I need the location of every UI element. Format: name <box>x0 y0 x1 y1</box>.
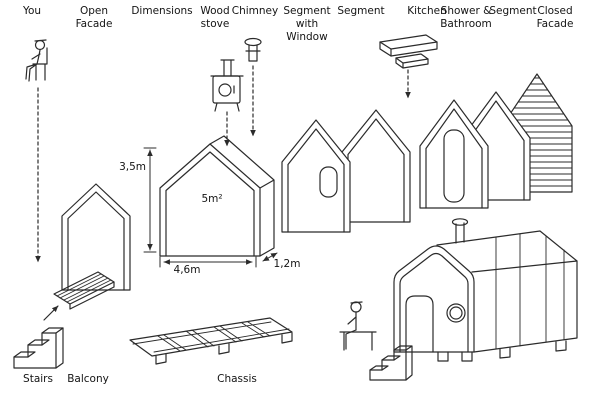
dimensions-segment-drawing <box>159 135 275 257</box>
door-opening <box>405 295 434 353</box>
label-segment-b: Segment <box>489 5 537 17</box>
window-shape <box>319 166 338 198</box>
label-you: You <box>22 5 42 17</box>
hat-icon <box>34 39 47 42</box>
segment-with-window-drawing <box>281 119 351 233</box>
facade-hatching <box>502 77 572 187</box>
label-chimney: Chimney <box>231 5 279 17</box>
measure-depth: 1,2m <box>273 258 301 270</box>
assembled-house-drawing <box>339 218 578 381</box>
stairs-drawing <box>13 327 64 369</box>
person-illustration <box>25 39 48 82</box>
label-stairs: Stairs <box>23 373 53 385</box>
stove-pipe <box>220 59 235 77</box>
dimension-arrows <box>143 147 278 268</box>
shower-bathroom-drawing <box>419 99 489 209</box>
stove-door <box>218 83 232 97</box>
label-closed-facade: Closed Facade <box>536 5 574 30</box>
shower-cabin <box>443 129 465 203</box>
label-open-facade: Open Facade <box>75 5 113 30</box>
balcony-arrow <box>43 305 59 321</box>
bench-shape <box>339 331 377 351</box>
kitchen-drawing <box>379 34 438 69</box>
measure-floor-area: 5m² <box>201 193 223 205</box>
label-wood-stove: Wood stove <box>200 5 230 30</box>
chair-shape <box>32 47 48 81</box>
label-kitchen: Kitchen <box>407 5 447 17</box>
segment-a-drawing <box>341 109 411 223</box>
label-chassis: Chassis <box>217 373 257 385</box>
segment-seams <box>495 233 565 350</box>
label-segment-with-window: Segment with Window <box>283 5 331 43</box>
foundation-blocks <box>437 340 567 362</box>
balcony-drawing <box>53 271 115 310</box>
chassis-drawing <box>129 317 293 365</box>
chimney-drawing <box>244 37 262 62</box>
measure-height: 3,5m <box>119 161 146 173</box>
label-segment-a: Segment <box>337 5 385 17</box>
house-steps <box>369 349 407 381</box>
person-on-bench <box>339 301 377 351</box>
label-dimensions: Dimensions <box>131 5 193 17</box>
label-shower-bathroom: Shower & Bathroom <box>440 5 492 30</box>
label-balcony: Balcony <box>67 373 109 385</box>
roof-chimney <box>455 222 465 244</box>
depth-arrow <box>262 252 278 262</box>
round-window <box>446 303 466 323</box>
open-facade-drawing <box>61 183 131 291</box>
wood-stove-drawing <box>210 59 244 112</box>
measure-width: 4,6m <box>173 264 201 276</box>
